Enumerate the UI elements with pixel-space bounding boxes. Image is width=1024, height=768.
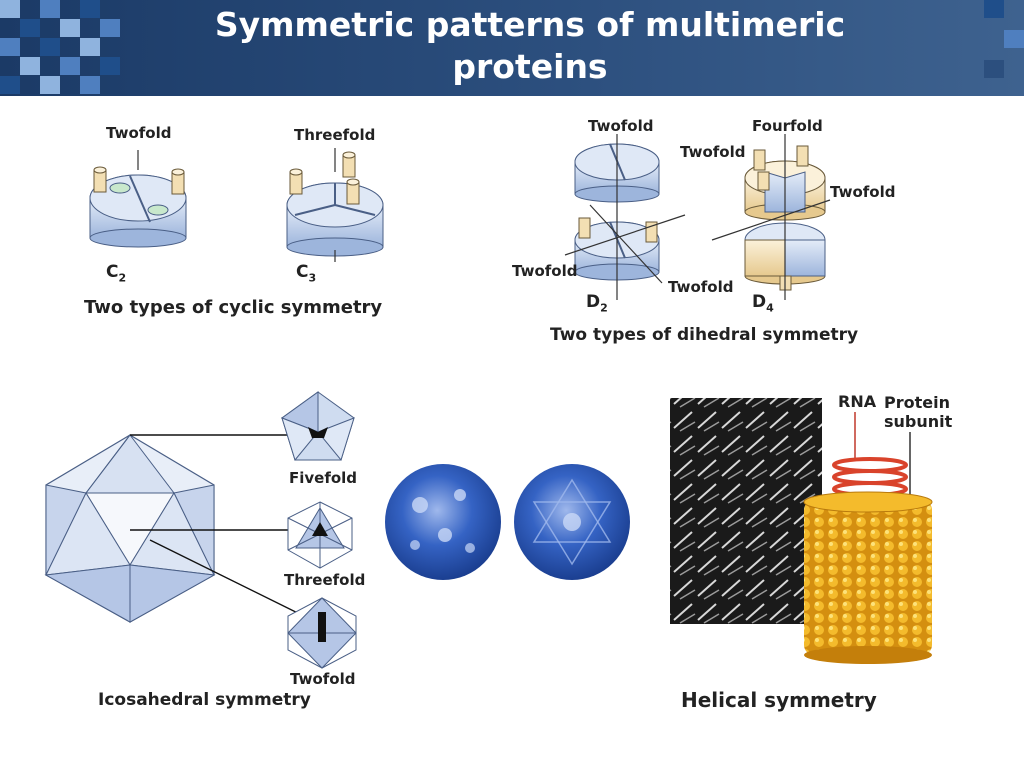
d2-twofold-left-label: Twofold [512,262,578,280]
d4-twofold-right-label: Twofold [830,183,896,201]
fivefold-label: Fivefold [289,469,358,487]
electron-micrograph-image [670,398,822,624]
icosahedral-symmetry-caption: Icosahedral symmetry [98,690,311,710]
c3-symbol: C3 [296,262,317,285]
d4-symbol: D4 [752,292,774,315]
slide-header [0,0,1024,96]
d4-twofold-mid-label: Twofold [680,143,746,161]
c3-protein-illustration [286,148,384,262]
cyclic-symmetry-caption: Two types of cyclic symmetry [84,297,383,318]
helical-protein-cylinder [803,491,933,664]
virus-particle-left [385,464,501,580]
helical-symmetry-caption: Helical symmetry [681,688,877,712]
rna-label: RNA [838,392,877,411]
slide-title: Symmetric patterns of multimeric protein… [214,5,846,86]
c3-threefold-label: Threefold [294,126,376,144]
d2-twofold-bottom-label: Twofold [668,278,734,296]
threefold-label: Threefold [284,571,366,589]
threefold-axis-diagram [287,501,353,569]
d2-symbol: D2 [586,292,608,315]
c2-protein-illustration [89,150,187,248]
twofold-label: Twofold [290,670,356,688]
d2-twofold-top-label: Twofold [588,117,654,135]
c2-twofold-label: Twofold [106,124,172,142]
d4-fourfold-label: Fourfold [752,117,823,135]
dihedral-symmetry-caption: Two types of dihedral symmetry [550,325,859,345]
virus-particle-right [514,464,630,580]
fivefold-axis-diagram [280,391,355,462]
c2-symbol: C2 [106,262,127,285]
d4-protein-illustration [711,134,831,300]
d2-protein-illustration [564,134,686,300]
icosahedron-illustration [44,434,323,626]
twofold-axis-diagram [287,597,357,669]
